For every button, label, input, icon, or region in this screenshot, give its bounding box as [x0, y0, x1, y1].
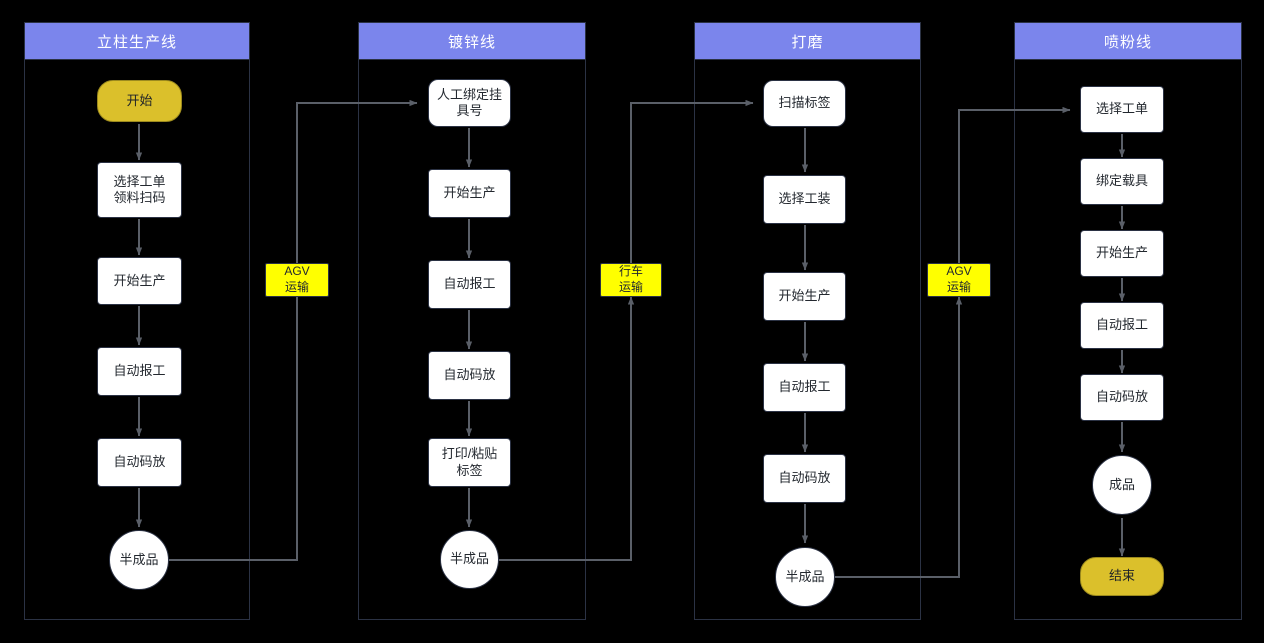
transport-agv-1-line1: AGV: [284, 264, 310, 279]
node-auto-stack-l3[interactable]: 自动码放: [763, 454, 846, 503]
node-scan-label[interactable]: 扫描标签: [763, 80, 846, 127]
node-bind-carrier[interactable]: 绑定载具: [1080, 158, 1164, 205]
lane-title-lane1: 立柱生产线: [96, 33, 177, 51]
node-auto-report-l2[interactable]: 自动报工: [428, 260, 511, 309]
swimlane-lane2[interactable]: 镀锌线: [358, 22, 586, 620]
node-start-production-l4[interactable]: 开始生产: [1080, 230, 1164, 277]
transport-crane-line1: 行车: [618, 264, 643, 279]
node-end[interactable]: 结束: [1080, 557, 1164, 596]
node-auto-stack-l1[interactable]: 自动码放: [97, 438, 182, 487]
swimlane-lane1[interactable]: 立柱生产线: [24, 22, 250, 620]
transport-agv-2[interactable]: AGV 运输: [927, 263, 991, 297]
node-start[interactable]: 开始: [97, 80, 182, 122]
lane-header-lane1: 立柱生产线: [25, 23, 249, 60]
transport-agv-2-line1: AGV: [946, 264, 972, 279]
lane-title-lane2: 镀锌线: [447, 33, 496, 51]
node-semifinished-l1[interactable]: 半成品: [109, 530, 169, 590]
lane-header-lane2: 镀锌线: [359, 23, 585, 60]
node-start-production-l3[interactable]: 开始生产: [763, 272, 846, 321]
node-start-production-l1[interactable]: 开始生产: [97, 257, 182, 305]
node-auto-stack-l4[interactable]: 自动码放: [1080, 374, 1164, 421]
node-auto-report-l1[interactable]: 自动报工: [97, 347, 182, 396]
node-select-tooling[interactable]: 选择工装: [763, 175, 846, 224]
lane-title-lane3: 打磨: [791, 33, 824, 51]
node-auto-report-l4[interactable]: 自动报工: [1080, 302, 1164, 349]
node-manual-bind-hanger[interactable]: 人工绑定挂 具号: [428, 79, 511, 127]
transport-crane-line2: 运输: [618, 280, 643, 294]
node-start-production-l2[interactable]: 开始生产: [428, 169, 511, 218]
node-semifinished-l3[interactable]: 半成品: [775, 547, 835, 607]
lane-header-lane3: 打磨: [695, 23, 920, 60]
node-select-order-scan[interactable]: 选择工单 领料扫码: [97, 162, 182, 218]
transport-crane[interactable]: 行车 运输: [600, 263, 662, 297]
node-auto-report-l3[interactable]: 自动报工: [763, 363, 846, 412]
transport-agv-1-line2: 运输: [284, 280, 309, 294]
transport-agv-1[interactable]: AGV 运输: [265, 263, 329, 297]
node-print-paste-label[interactable]: 打印/粘贴 标签: [428, 438, 511, 487]
lane-title-lane4: 喷粉线: [1103, 33, 1152, 51]
transport-agv-2-line2: 运输: [946, 280, 971, 294]
node-finished-product[interactable]: 成品: [1092, 455, 1152, 515]
lane-header-lane4: 喷粉线: [1015, 23, 1241, 60]
node-auto-stack-l2[interactable]: 自动码放: [428, 351, 511, 400]
node-select-order-l4[interactable]: 选择工单: [1080, 86, 1164, 133]
node-semifinished-l2[interactable]: 半成品: [440, 530, 499, 589]
